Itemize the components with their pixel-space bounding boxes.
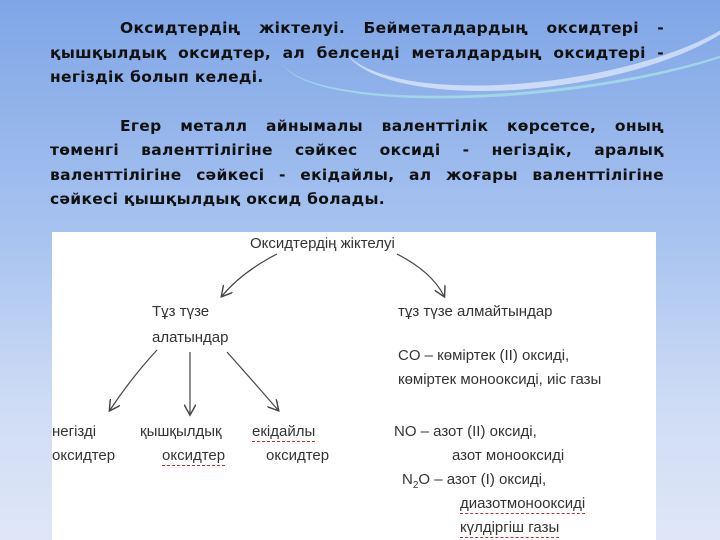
acidic-oxides-line1: қышқылдық (140, 423, 222, 440)
intro-paragraph: Оксидтердің жіктелуі. Бейметалдардың окс… (50, 19, 664, 86)
classification-diagram: Оксидтердің жіктелуі Тұз түзе алатындар … (52, 232, 656, 540)
right-branch-label: тұз түзе алмайтындар (398, 303, 553, 320)
basic-oxides-line2: оксидтер (52, 447, 116, 464)
second-paragraph: Егер металл айнымалы валенттілік көрсетс… (50, 116, 664, 209)
arrow-root-left (222, 253, 278, 296)
no-example-line2: азот монооксиді (452, 447, 565, 464)
co-example-line2: көміртек монооксиді, иіс газы (398, 371, 602, 388)
left-branch-label-1: Тұз түзе (152, 303, 210, 320)
amphoteric-oxides-line1: екідайлы (252, 423, 316, 442)
amphoteric-oxides-line2: оксидтер (266, 447, 330, 464)
n2o-example-line3: күлдіргіш газы (460, 519, 560, 538)
basic-oxides-line1: негізді (52, 423, 97, 440)
no-example-line1: NO – азот (II) оксиді, (394, 423, 537, 440)
acidic-oxides-line2: оксидтер (162, 447, 226, 466)
arrow-left-amphoteric (226, 351, 278, 410)
n2o-example-line1: N2O – азот (I) оксиді, (402, 471, 547, 491)
left-branch-label-2: алатындар (152, 329, 229, 346)
diagram-root-label: Оксидтердің жіктелуі (250, 235, 395, 252)
arrow-left-basic (110, 349, 158, 410)
arrow-root-right (396, 253, 444, 296)
diagram-arrows (52, 253, 656, 540)
co-example-line1: CO – көміртек (II) оксиді, (398, 347, 570, 364)
body-text: Оксидтердің жіктелуі. Бейметалдардың окс… (50, 16, 664, 212)
n2o-example-line2: диазотмонооксиді (460, 495, 586, 514)
